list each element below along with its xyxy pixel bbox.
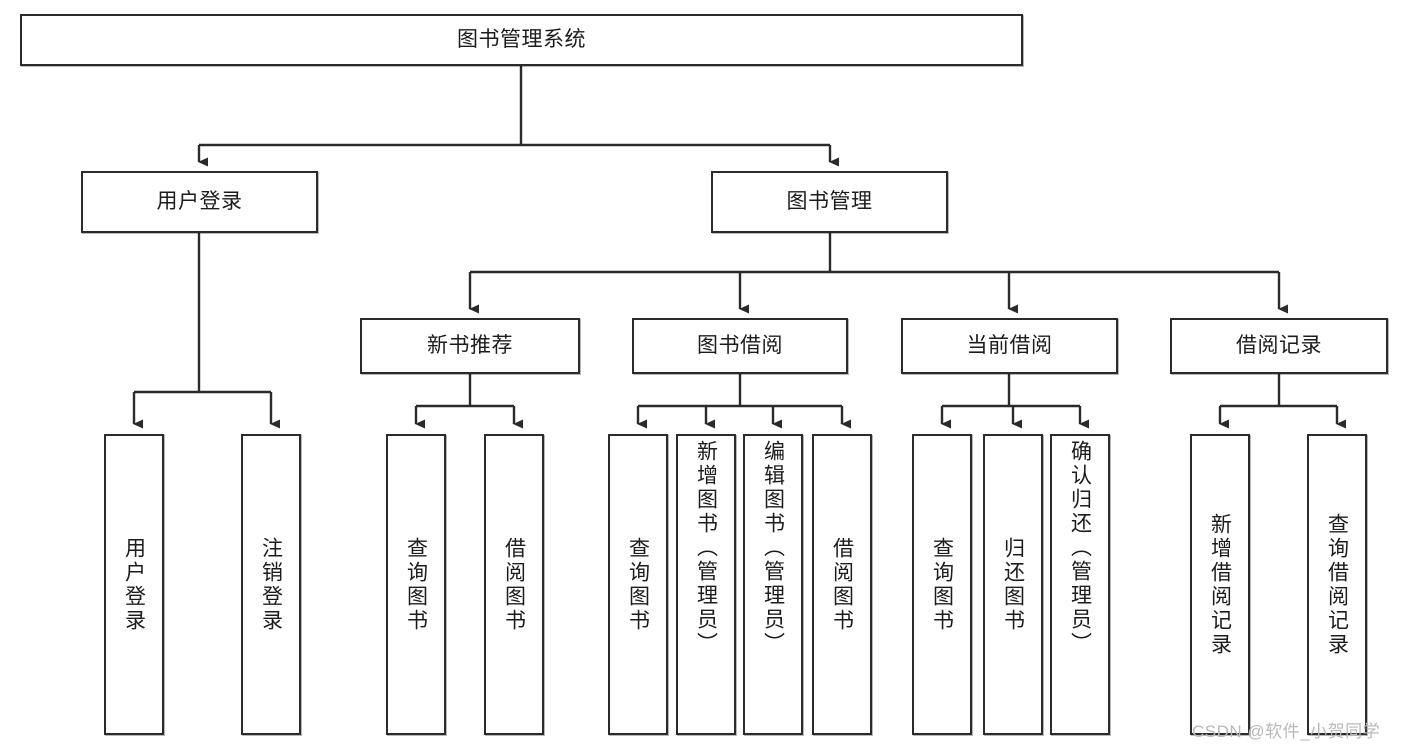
watermark-text: CSDN @软件_小贺同学 [1192,722,1381,741]
node-borrow-record-label: 借阅记录 [1236,333,1322,357]
node-leaf-borrow-book-1-label: 借阅图书 [502,536,526,633]
node-leaf-borrow-book-2-label: 借阅图书 [830,536,854,633]
node-leaf-edit-book-label: 编辑图书（管理员） [761,440,785,656]
node-leaf-add-record-label: 新增借阅记录 [1208,512,1232,657]
node-new-book-recommend[interactable]: 新书推荐 [360,318,580,374]
node-leaf-query-record-label: 查询借阅记录 [1325,512,1349,657]
node-book-borrow-label: 图书借阅 [697,333,783,357]
node-book-borrow[interactable]: 图书借阅 [632,318,848,374]
node-leaf-query-book-2[interactable]: 查询图书 [608,434,668,735]
node-leaf-user-login-label: 用户登录 [122,536,146,633]
node-leaf-user-login[interactable]: 用户登录 [104,434,164,735]
node-leaf-confirm-return[interactable]: 确认归还（管理员） [1050,434,1110,735]
node-leaf-query-book-2-label: 查询图书 [626,536,650,633]
node-leaf-edit-book[interactable]: 编辑图书（管理员） [743,434,803,735]
node-leaf-logout-label: 注销登录 [259,536,283,633]
node-current-borrow[interactable]: 当前借阅 [901,318,1118,374]
node-leaf-query-book-1[interactable]: 查询图书 [386,434,446,735]
node-leaf-query-book-3[interactable]: 查询图书 [912,434,972,735]
node-borrow-record[interactable]: 借阅记录 [1170,318,1388,374]
node-new-book-recommend-label: 新书推荐 [427,333,513,357]
node-root[interactable]: 图书管理系统 [20,14,1023,66]
node-user-login-label: 用户登录 [156,189,243,213]
node-leaf-logout[interactable]: 注销登录 [241,434,301,735]
node-leaf-query-record[interactable]: 查询借阅记录 [1307,434,1367,735]
node-leaf-query-book-3-label: 查询图书 [930,536,954,633]
node-leaf-add-record[interactable]: 新增借阅记录 [1190,434,1250,735]
node-leaf-return-book[interactable]: 归还图书 [983,434,1043,735]
node-leaf-borrow-book-2[interactable]: 借阅图书 [812,434,872,735]
node-leaf-borrow-book-1[interactable]: 借阅图书 [484,434,544,735]
node-book-manage[interactable]: 图书管理 [711,171,948,233]
node-leaf-query-book-1-label: 查询图书 [404,536,428,633]
node-book-manage-label: 图书管理 [786,189,873,213]
node-leaf-add-book[interactable]: 新增图书（管理员） [676,434,736,735]
node-user-login[interactable]: 用户登录 [81,171,318,233]
node-current-borrow-label: 当前借阅 [966,333,1053,357]
node-root-label: 图书管理系统 [457,27,586,51]
node-leaf-return-book-label: 归还图书 [1001,536,1025,633]
node-leaf-confirm-return-label: 确认归还（管理员） [1068,440,1092,656]
node-leaf-add-book-label: 新增图书（管理员） [694,440,718,656]
